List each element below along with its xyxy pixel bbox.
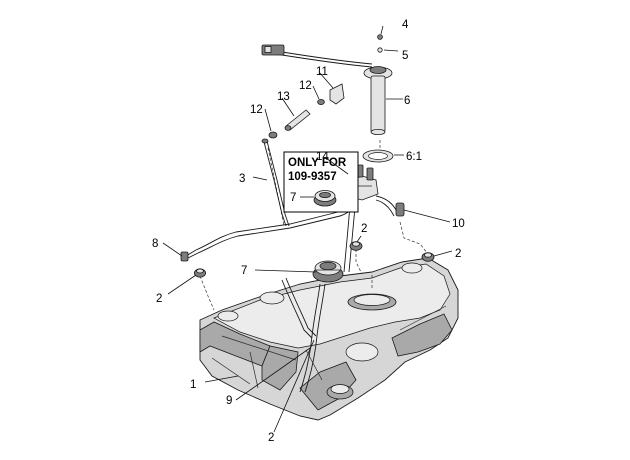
callout-2-right: 2 <box>455 248 461 260</box>
clamp-and-fittings <box>268 83 345 139</box>
callout-10: 10 <box>452 218 465 230</box>
note-line-1: ONLY FOR <box>288 157 347 169</box>
quick-connector <box>395 202 405 217</box>
vent-line <box>261 138 290 227</box>
callout-13: 13 <box>277 91 290 103</box>
callout-12-top: 12 <box>299 80 312 92</box>
callout-7-inset: 7 <box>290 192 296 204</box>
fuel-cap <box>312 260 344 283</box>
fuel-sender-assembly <box>261 34 394 163</box>
callout-1: 1 <box>190 379 196 391</box>
callout-11: 11 <box>316 66 328 78</box>
callout-2-center: 2 <box>361 223 367 235</box>
leader-lines <box>162 25 453 433</box>
callout-7: 7 <box>241 265 247 277</box>
callout-9: 9 <box>226 395 232 407</box>
callout-14: 14 <box>316 151 329 163</box>
callout-12-left: 12 <box>250 104 263 116</box>
callout-8: 8 <box>152 238 158 250</box>
note-line-2: 109-9357 <box>288 171 337 183</box>
callout-2-bottom: 2 <box>268 432 274 444</box>
callout-3: 3 <box>239 173 245 185</box>
callout-4: 4 <box>402 19 409 31</box>
callout-6: 6 <box>404 95 410 107</box>
note-box: ONLY FOR 109-9357 7 <box>283 151 359 213</box>
callout-labels: 1 2 2 2 2 3 4 5 6 6:1 7 8 9 10 11 12 12 … <box>152 19 465 444</box>
callout-6-1: 6:1 <box>406 151 422 163</box>
callout-5: 5 <box>402 50 408 62</box>
grommets <box>180 241 435 278</box>
callout-2-left: 2 <box>156 293 162 305</box>
